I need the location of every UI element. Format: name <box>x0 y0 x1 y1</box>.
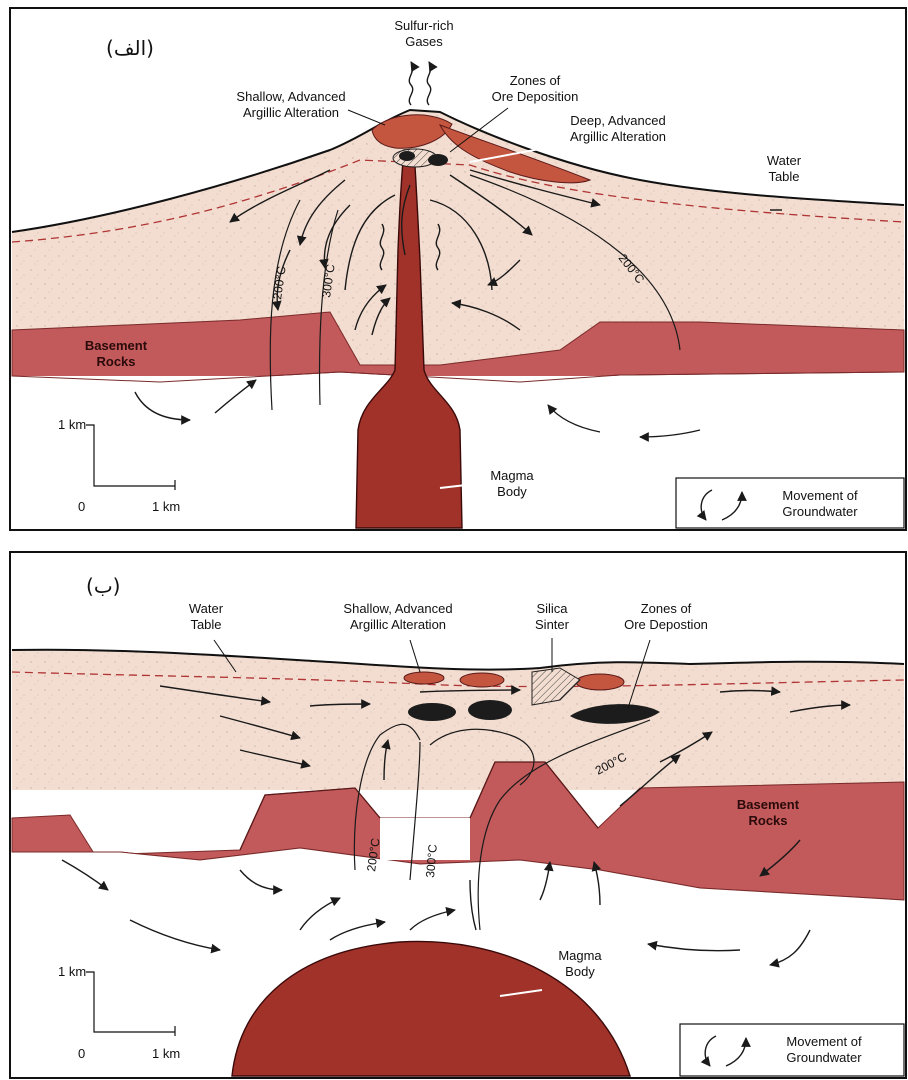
water-table-label-1: Water <box>189 601 224 616</box>
ore-body <box>408 703 456 721</box>
legend-label-1: Movement of <box>786 1034 862 1049</box>
shallow-label-2: Argillic Alteration <box>350 617 446 632</box>
silica-label-1: Silica <box>536 601 568 616</box>
panel-a: (الف) Sulfur-rich Gases Shallow, Advance… <box>10 8 906 530</box>
shallow-label-1: Shallow, Advanced <box>343 601 452 616</box>
shallow-label-1: Shallow, Advanced <box>236 89 345 104</box>
zones-label-2: Ore Deposition <box>492 89 579 104</box>
scale-origin-label: 0 <box>78 1046 85 1061</box>
gases-label-2: Gases <box>405 34 443 49</box>
isotherm-300-label: 300°C <box>423 843 440 878</box>
shallow-label-2: Argillic Alteration <box>243 105 339 120</box>
legend-label-1: Movement of <box>782 488 858 503</box>
scale-horizontal-label: 1 km <box>152 499 180 514</box>
legend-a: Movement of Groundwater <box>676 478 904 528</box>
shallow-alteration-pod <box>460 673 504 687</box>
magma-label-2: Body <box>497 484 527 499</box>
gases-label-1: Sulfur-rich <box>394 18 453 33</box>
legend-b: Movement of Groundwater <box>680 1024 904 1076</box>
shallow-alteration-pod <box>576 674 624 690</box>
basement-label-1: Basement <box>737 797 800 812</box>
scale-vertical-label: 1 km <box>58 417 86 432</box>
scale-horizontal-label: 1 km <box>152 1046 180 1061</box>
panel-a-id: (الف) <box>106 36 154 60</box>
ore-deposit-b <box>399 151 415 161</box>
scale-origin-label: 0 <box>78 499 85 514</box>
silica-label-2: Sinter <box>535 617 570 632</box>
crust-zone <box>12 650 904 790</box>
legend-label-2: Groundwater <box>782 504 858 519</box>
zones-label-2: Ore Depostion <box>624 617 708 632</box>
ore-deposit-a <box>428 154 448 166</box>
ore-body <box>468 700 512 720</box>
basement-label-1: Basement <box>85 338 148 353</box>
panel-b-id: (ب) <box>86 574 120 598</box>
magma-label-1: Magma <box>558 948 602 963</box>
deep-label-1: Deep, Advanced <box>570 113 665 128</box>
zones-label-1: Zones of <box>641 601 692 616</box>
water-table-label-1: Water <box>767 153 802 168</box>
legend-label-2: Groundwater <box>786 1050 862 1065</box>
water-table-label-2: Table <box>190 617 221 632</box>
water-table-label-2: Table <box>768 169 799 184</box>
basement-label-2: Rocks <box>96 354 135 369</box>
zones-label-1: Zones of <box>510 73 561 88</box>
shallow-alteration-pod <box>404 672 444 684</box>
deep-label-2: Argillic Alteration <box>570 129 666 144</box>
panel-b: (ب) Water Table Shallow, Advanced Argill… <box>10 552 906 1078</box>
magma-label-2: Body <box>565 964 595 979</box>
basement-label-2: Rocks <box>748 813 787 828</box>
magma-label-1: Magma <box>490 468 534 483</box>
scale-vertical-label: 1 km <box>58 964 86 979</box>
